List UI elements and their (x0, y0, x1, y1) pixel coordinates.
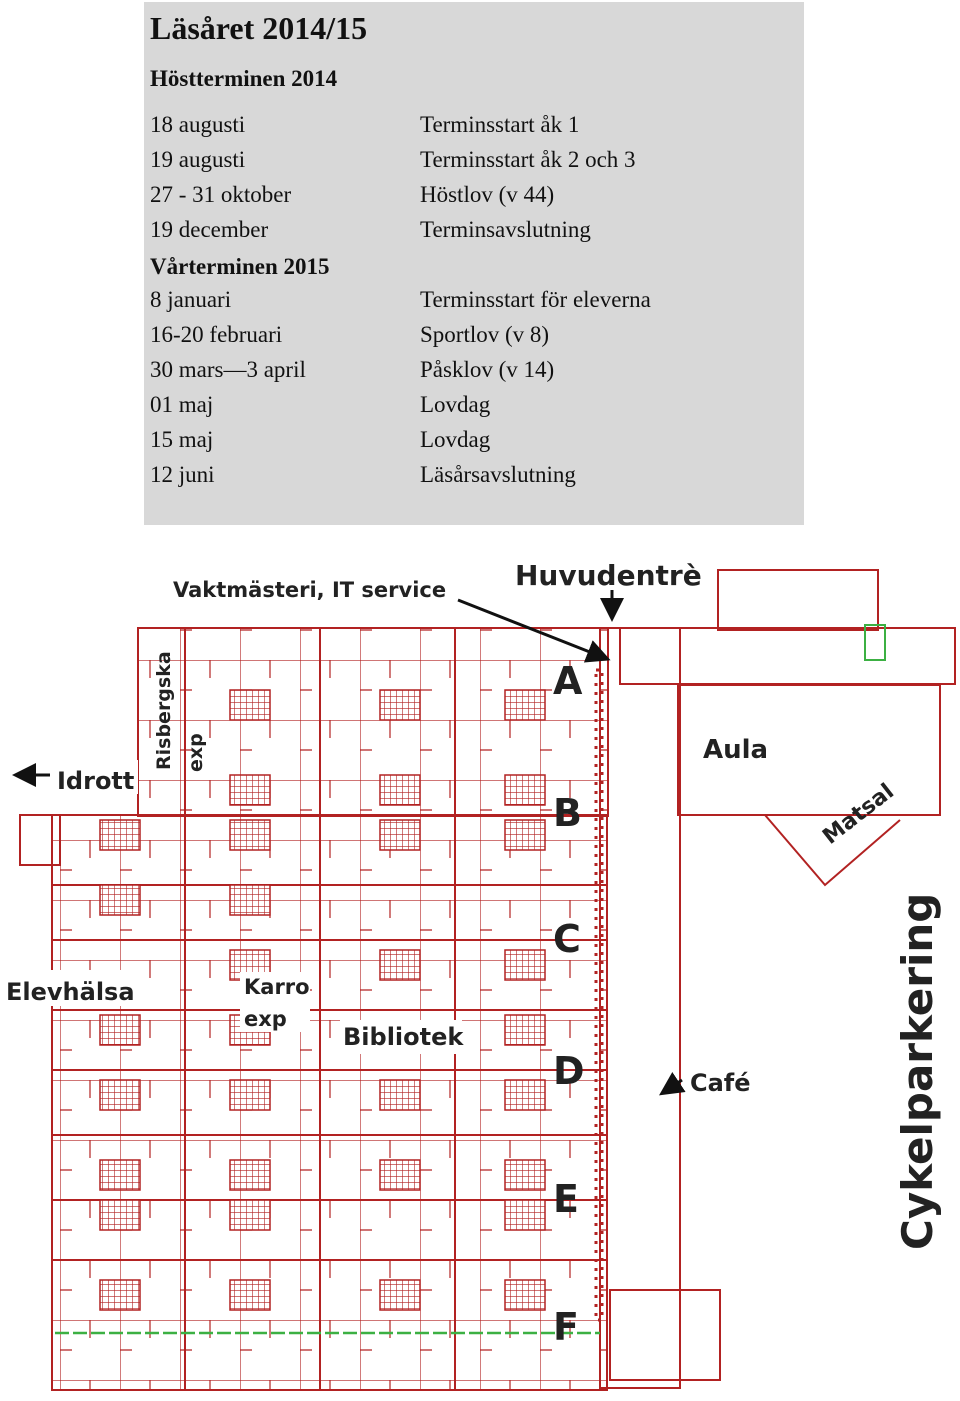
row-date: 15 maj (150, 427, 214, 452)
calendar-title: Läsåret 2014/15 (150, 10, 368, 46)
row-date: 8 januari (150, 287, 232, 312)
karro-exp-label: exp (244, 1007, 287, 1031)
vaktmasteri-arrow (457, 598, 611, 663)
vaktmasteri-label: Vaktmästeri, IT service (173, 578, 446, 602)
corridor-label: B (553, 791, 582, 835)
elevhalsa-label: Elevhälsa (6, 978, 135, 1006)
calendar-row: 8 januari Terminsstart för eleverna (150, 283, 790, 317)
row-date: 12 juni (150, 462, 215, 487)
row-date: 16-20 februari (150, 322, 283, 347)
calendar-row: 16-20 februari Sportlov (v 8) (150, 318, 790, 352)
row-date: 18 augusti (150, 112, 246, 137)
autumn-heading: Höstterminen 2014 (150, 66, 338, 91)
plan-labels: Vaktmästeri, IT service Huvudentrè Risbe… (4, 559, 942, 1250)
calendar-row: 19 augusti Terminsstart åk 2 och 3 (150, 143, 790, 177)
corridor-label: A (553, 659, 583, 703)
arrows (12, 590, 686, 1096)
calendar-row: 12 juni Läsårsavslutning (150, 458, 790, 492)
cykelparkering-label: Cykelparkering (893, 893, 942, 1250)
karro-label: Karro (244, 975, 310, 999)
corridor-label: F (553, 1305, 579, 1349)
row-event: Höstlov (v 44) (420, 182, 555, 207)
spring-heading: Vårterminen 2015 (150, 254, 330, 279)
row-event: Påsklov (v 14) (420, 357, 555, 382)
calendar-row: 30 mars—3 april Påsklov (v 14) (150, 353, 790, 387)
bibliotek-label: Bibliotek (343, 1023, 464, 1051)
calendar-row: 15 maj Lovdag (150, 423, 790, 457)
corridor-label: D (553, 1049, 585, 1093)
calendar-row: 27 - 31 oktober Höstlov (v 44) (150, 178, 790, 212)
row-event: Lovdag (420, 427, 491, 452)
huvudentre-label: Huvudentrè (515, 559, 702, 592)
floor-plan: Vaktmästeri, IT service Huvudentrè Risbe… (4, 559, 956, 1391)
risbergska-label: Risbergska (153, 651, 175, 770)
row-event: Terminsstart för eleverna (420, 287, 651, 312)
corridor-letters: A B C D E F (553, 659, 585, 1349)
row-event: Sportlov (v 8) (420, 322, 550, 347)
calendar-panel: Läsåret 2014/15 Höstterminen 2014 18 aug… (144, 2, 804, 525)
corridor-markers (594, 668, 604, 1322)
row-date: 19 augusti (150, 147, 246, 172)
row-date: 01 maj (150, 392, 214, 417)
risbergska-exp-label: exp (185, 733, 207, 772)
row-event: Terminsstart åk 2 och 3 (420, 147, 636, 172)
corridor-label: C (553, 917, 581, 961)
row-date: 27 - 31 oktober (150, 182, 292, 207)
cafe-label: Café (690, 1069, 751, 1097)
calendar-row: 18 augusti Terminsstart åk 1 (150, 108, 790, 142)
corridor-label: E (553, 1177, 579, 1221)
row-event: Lovdag (420, 392, 491, 417)
calendar-row: 19 december Terminsavslutning (150, 213, 790, 247)
green-room (864, 624, 886, 661)
row-event: Terminsstart åk 1 (420, 112, 580, 137)
cafe-arrow (659, 1072, 686, 1096)
idrott-label: Idrott (57, 767, 134, 795)
calendar-row: 01 maj Lovdag (150, 388, 790, 422)
row-date: 19 december (150, 217, 269, 242)
room-blocks (99, 689, 546, 1311)
aula-label: Aula (703, 735, 768, 765)
row-event: Läsårsavslutning (420, 462, 576, 487)
row-event: Terminsavslutning (420, 217, 591, 242)
row-date: 30 mars—3 april (150, 357, 306, 382)
